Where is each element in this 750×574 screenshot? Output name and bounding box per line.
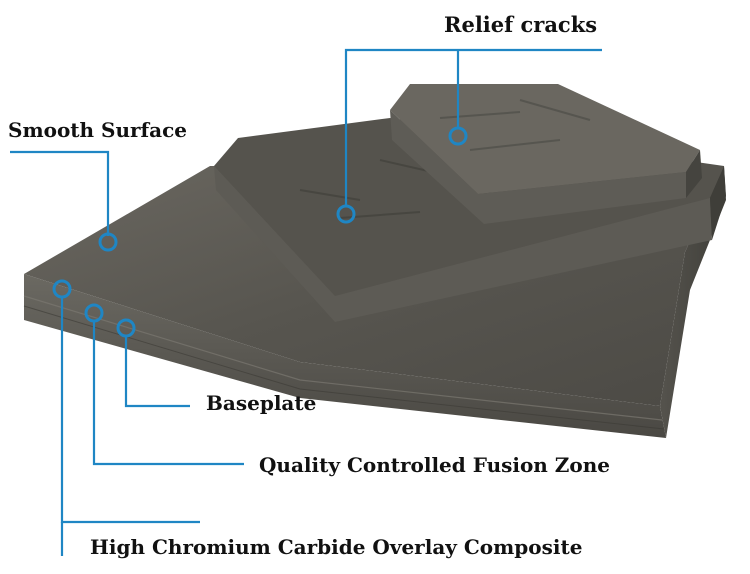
callout-line-fusion: [92, 320, 244, 466]
marker-smooth: [98, 232, 118, 252]
middle-plate-right: [710, 166, 726, 240]
middle-plate-front: [214, 166, 712, 322]
small-plate-top: [390, 84, 700, 194]
label-fusion-zone: Quality Controlled Fusion Zone: [259, 453, 611, 477]
marker-relief-lower: [336, 204, 356, 224]
callout-line-smooth: [10, 150, 110, 236]
large-plate-front: [24, 274, 666, 438]
marker-baseplate: [116, 318, 136, 338]
small-plate-front: [390, 110, 686, 224]
marker-overlay: [52, 279, 72, 299]
callout-line-relief-1: [344, 48, 602, 206]
small-plate: [390, 84, 702, 224]
label-overlay-composite: High Chromium Carbide Overlay Composite: [90, 535, 583, 559]
callout-line-baseplate: [124, 336, 190, 408]
label-relief-cracks: Relief cracks: [444, 12, 598, 37]
marker-fusion: [84, 303, 104, 323]
small-plate-right: [686, 150, 702, 198]
label-baseplate: Baseplate: [206, 391, 317, 415]
marker-relief-upper: [448, 126, 468, 146]
callout-markers: [52, 126, 468, 338]
label-smooth-surface: Smooth Surface: [8, 118, 188, 142]
callout-lines: [10, 48, 602, 556]
